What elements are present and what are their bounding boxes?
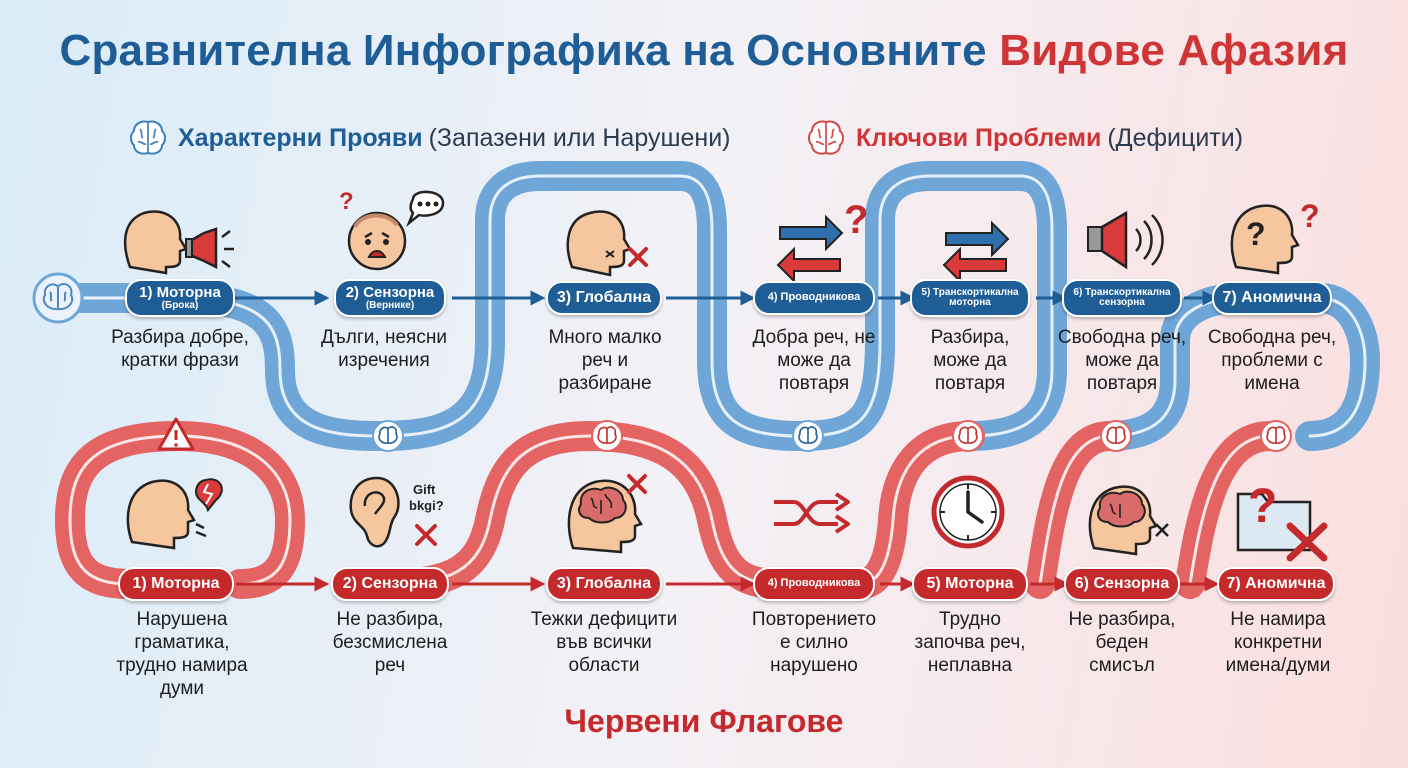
legend-red: Ключови Проблеми(Дефицити) (804, 118, 1243, 158)
blue-step-1-desc: Разбира добре, кратки фрази (111, 327, 249, 371)
red-flags-title: Червени Флагове (564, 703, 844, 739)
speaking-head-megaphone-icon (123, 210, 234, 275)
svg-text:?: ? (1248, 480, 1277, 533)
blue-step-4-desc: Добра реч, не може да повтаря (752, 327, 876, 394)
confused-face-speech-bubble-icon: ? (339, 188, 445, 271)
shuffle-arrows-icon (774, 492, 850, 534)
svg-text:Gift: Gift (413, 482, 436, 497)
speaker-icon (1087, 210, 1164, 270)
red-step-6-label: 6) Сензорна (1064, 567, 1180, 601)
red-serpentine-path (54, 420, 1285, 599)
head-question-icon: ? ? (1230, 198, 1320, 275)
blue-step-6-desc: Свободна реч, може да повтаря (1057, 327, 1187, 394)
svg-text:bkgi?: bkgi? (409, 498, 444, 513)
blue-step-7-label: 7) Аномична (1212, 281, 1332, 315)
brain-node-icon (591, 420, 623, 452)
svg-text:?: ? (339, 188, 354, 215)
head-broken-speech-icon (126, 478, 223, 550)
start-brain-icon (32, 272, 84, 324)
red-step-2-desc: Не разбира, безсмислена реч (332, 609, 448, 676)
brain-node-icon (1100, 420, 1132, 452)
blue-step-3-desc: Много малко реч и разбиране (548, 327, 662, 394)
page-title: Сравнителна Инфографика на Основните Вид… (59, 26, 1349, 75)
svg-text:?: ? (1300, 198, 1320, 234)
legend-blue: Характерни Прояви(Запазени или Нарушени) (126, 118, 731, 158)
red-step-5-desc: Трудно започва реч, неплавна (914, 609, 1026, 676)
blue-step-3-label: 3) Глобална (546, 281, 662, 315)
red-step-5-label: 5) Моторна (912, 567, 1028, 601)
ear-cross-icon: Gift bkgi? (349, 476, 444, 548)
clock-icon (931, 475, 1005, 549)
folder-question-cross-icon: ? (1236, 480, 1328, 562)
swap-arrows-question-icon: ? (776, 198, 868, 284)
blue-step-4-label: 4) Проводникова (753, 281, 875, 315)
blue-step-7-desc: Свободна реч, проблеми с имена (1207, 327, 1337, 394)
brain-outline-icon (130, 120, 166, 155)
red-step-6-desc: Не разбира, беден смисъл (1068, 609, 1176, 676)
svg-text:?: ? (844, 198, 868, 242)
brain-head-cross-icon (567, 474, 647, 554)
blue-step-2-desc: Дълги, неясни изречения (321, 327, 447, 371)
red-step-7-desc: Не намира конкретни имена/думи (1225, 609, 1331, 676)
red-step-3-label: 3) Глобална (546, 567, 662, 601)
brain-node-icon (792, 420, 824, 452)
brain-node-icon (1260, 420, 1292, 452)
red-step-4-label: 4) Проводникова (753, 567, 875, 601)
red-step-4-desc: Повторението е силно нарушено (751, 609, 877, 676)
blue-step-5-desc: Разбира, може да повтаря (930, 327, 1010, 394)
blue-step-1-label: 1) Моторна(Брока) (125, 279, 235, 317)
red-step-1-desc: Нарушена граматика, трудно намира думи (116, 609, 248, 699)
brain-head-small-cross-icon (1088, 485, 1169, 556)
brain-node-icon (372, 420, 404, 452)
red-step-1-label: 1) Моторна (118, 567, 234, 601)
brain-outline-icon (808, 120, 844, 155)
red-step-2-label: 2) Сензорна (331, 567, 449, 601)
head-cross-icon (566, 210, 648, 277)
red-step-7-label: 7) Аномична (1217, 567, 1335, 601)
svg-text:?: ? (1246, 216, 1266, 252)
warning-icon (157, 417, 195, 451)
blue-step-2-label: 2) Сензорна(Верникe) (334, 279, 446, 317)
red-step-3-desc: Тежки дефицити във всички области (530, 609, 678, 676)
brain-node-icon (952, 420, 984, 452)
swap-arrows-icon (942, 220, 1010, 284)
